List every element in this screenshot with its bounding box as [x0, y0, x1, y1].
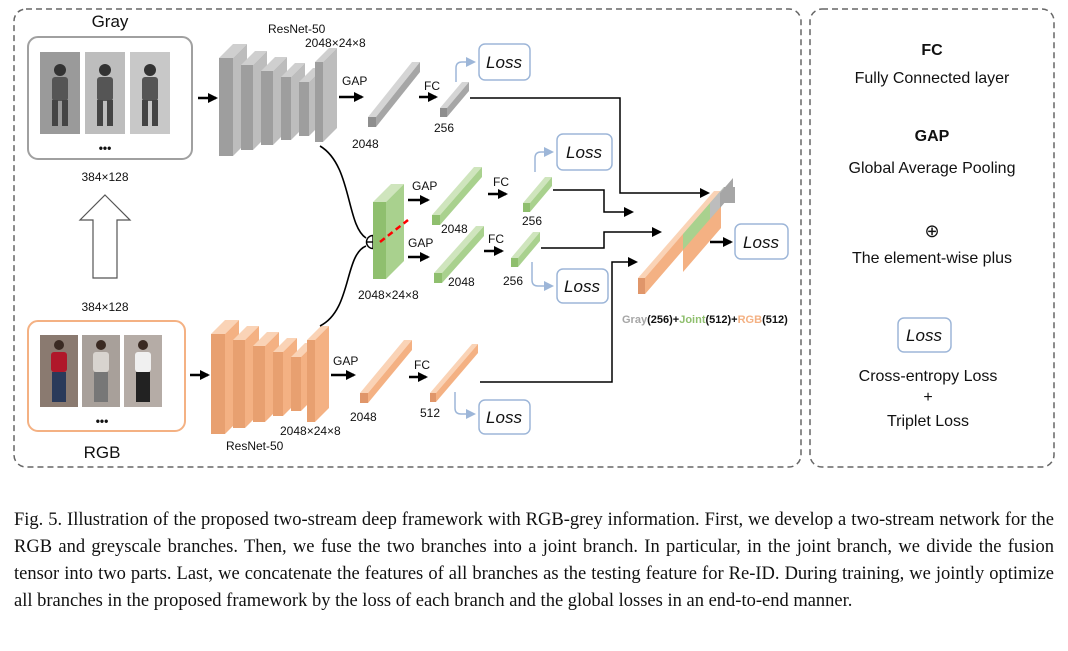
joint-gap-top-vector	[432, 167, 482, 225]
gray-concat-line	[470, 97, 710, 198]
joint-bottom-loss-arrow	[531, 262, 554, 291]
joint-fc-top-vector	[523, 177, 552, 212]
legend-fc-desc: Fully Connected layer	[855, 70, 1010, 87]
rgb-concat-line	[480, 257, 638, 383]
figure-caption: Fig. 5. Illustration of the proposed two…	[14, 510, 1054, 611]
concat-loss-box	[734, 223, 789, 260]
up-arrow-icon	[78, 194, 132, 279]
legend-gap-title: GAP	[915, 128, 950, 145]
gray-loss-text: Loss	[486, 53, 522, 72]
joint-gap-top-dim: 2048	[441, 222, 468, 236]
concat-feature-vector	[638, 178, 735, 294]
joint-bottom-loss-box	[556, 268, 609, 304]
legend-plus-desc: The element-wise plus	[852, 250, 1012, 267]
gray-feature-size: 2048×24×8	[305, 36, 366, 50]
concat-joint-dim: (512)	[705, 314, 731, 326]
legend-panel	[809, 8, 1055, 468]
concat-rgb: RGB	[738, 314, 763, 326]
concat-gray: Gray	[622, 314, 648, 326]
rgb-fusion-curve	[319, 245, 367, 327]
rgb-person-images	[40, 335, 162, 407]
gray-gap-label: GAP	[342, 74, 367, 88]
joint-fc-top-label: FC	[493, 175, 509, 189]
framework-diagram: Gray ••• 384×128 384×128 ••• RGB	[13, 8, 1055, 468]
rgb-gap-label: GAP	[333, 354, 358, 368]
concat-joint: Joint	[679, 314, 706, 326]
legend-fc-title: FC	[921, 42, 943, 59]
gray-input-frame	[27, 36, 193, 160]
gray-loss-box	[478, 43, 531, 81]
gray-fc-dim: 256	[434, 121, 454, 135]
rgb-input-frame	[27, 320, 186, 432]
joint-top-loss-box	[556, 133, 613, 171]
legend-plus-icon: ⊕	[924, 221, 939, 241]
gray-gap-dim: 2048	[352, 137, 379, 151]
joint-top-loss-arrow	[534, 147, 554, 172]
rgb-gap-vector	[360, 340, 412, 403]
joint-feature-size: 2048×24×8	[358, 288, 419, 302]
rgb-loss-arrow	[454, 392, 476, 419]
joint-top-concat-line	[553, 189, 634, 217]
gray-resnet-stack	[219, 44, 337, 156]
gray-resnet-label: ResNet-50	[268, 22, 326, 36]
concat-dimension-label: Gray(256)+Joint(512)+RGB(512)	[622, 314, 788, 326]
joint-fc-bottom-vector	[511, 232, 540, 267]
input-size-top: 384×128	[81, 170, 128, 184]
joint-gap-bottom-dim: 2048	[448, 275, 475, 289]
gray-fc-label: FC	[424, 79, 440, 93]
joint-fc-bottom-dim: 256	[503, 274, 523, 288]
legend-loss-desc-1: Cross-entropy Loss	[859, 368, 998, 385]
joint-gap-top-label: GAP	[412, 179, 437, 193]
rgb-loss-text: Loss	[486, 408, 522, 427]
rgb-fc-dim: 512	[420, 406, 440, 420]
gray-fc-vector	[440, 82, 469, 117]
main-panel	[13, 8, 802, 468]
concat-loss-text: Loss	[743, 233, 779, 252]
gray-ellipsis: •••	[99, 141, 112, 155]
joint-top-loss-text: Loss	[566, 143, 602, 162]
gray-stream-label: Gray	[92, 12, 129, 31]
legend-loss-text: Loss	[906, 326, 942, 345]
concat-plus-1: +	[673, 314, 679, 326]
joint-bottom-loss-text: Loss	[564, 277, 600, 296]
rgb-gap-dim: 2048	[350, 410, 377, 424]
rgb-loss-box	[478, 399, 531, 435]
joint-bottom-concat-line	[541, 227, 662, 249]
rgb-fc-label: FC	[414, 358, 430, 372]
gray-loss-arrow	[455, 57, 476, 82]
concat-rgb-dim: (512)	[762, 314, 788, 326]
rgb-fc-vector	[430, 344, 478, 402]
legend-loss-desc-plus: +	[923, 389, 932, 406]
joint-fc-top-dim: 256	[522, 214, 542, 228]
joint-fused-tensor	[373, 184, 404, 279]
joint-fc-bottom-label: FC	[488, 232, 504, 246]
concat-plus-2: +	[731, 314, 737, 326]
input-size-bottom: 384×128	[81, 300, 128, 314]
rgb-resnet-label: ResNet-50	[226, 439, 284, 453]
rgb-ellipsis: •••	[96, 414, 109, 428]
legend-loss-box	[897, 317, 952, 353]
rgb-feature-size: 2048×24×8	[280, 424, 341, 438]
concat-gray-dim: (256)	[647, 314, 673, 326]
gray-fusion-curve	[319, 145, 367, 239]
rgb-stream-label: RGB	[84, 443, 121, 462]
gray-person-images	[40, 52, 170, 134]
legend-loss-desc-2: Triplet Loss	[887, 413, 969, 430]
gray-gap-vector	[368, 62, 420, 127]
rgb-resnet-stack	[211, 320, 329, 434]
joint-gap-bottom-vector	[434, 226, 484, 283]
legend-gap-desc: Global Average Pooling	[849, 160, 1016, 177]
fusion-split-dash	[379, 219, 409, 243]
joint-gap-bottom-label: GAP	[408, 236, 433, 250]
